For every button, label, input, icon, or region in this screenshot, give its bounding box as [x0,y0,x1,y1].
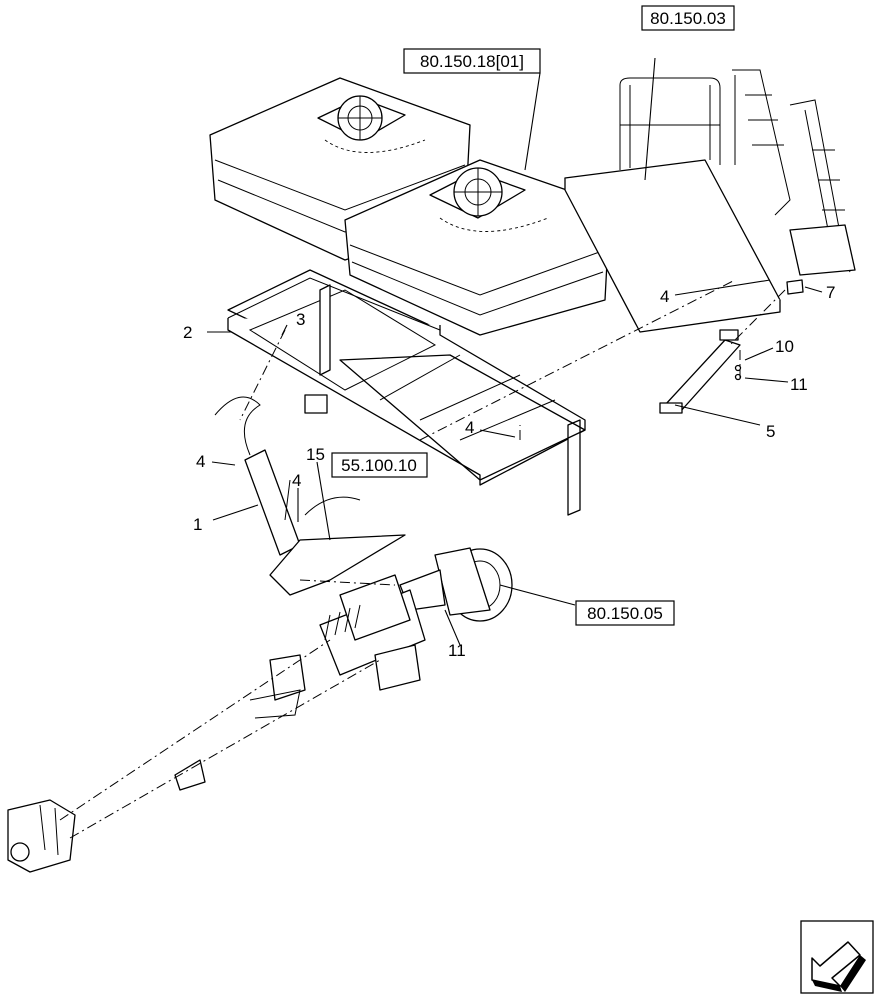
manifold-assembly [319,574,426,691]
brace-parts [659,279,804,414]
seed-tanks [209,77,611,336]
callout-labels: 1 2 3 4 4 4 4 5 7 10 11 11 15 [183,283,835,660]
callout-5: 5 [766,422,775,441]
arrow-back-icon[interactable] [800,920,874,994]
callout-4: 4 [196,452,205,471]
assembly-centerlines [59,279,786,839]
ref-hydraulics[interactable]: 55.100.10 [331,452,428,478]
callout-3: 3 [296,310,305,329]
callout-7: 7 [826,283,835,302]
svg-text:80.150.03: 80.150.03 [650,9,726,28]
callout-4: 4 [465,418,474,437]
callout-4: 4 [660,287,669,306]
ref-fan[interactable]: 80.150.05 [575,600,675,626]
platform-assembly [564,69,856,333]
fan-assembly [399,547,513,622]
tongue-hitch [7,654,306,873]
ref-platform[interactable]: 80.150.03 [641,5,735,31]
callout-11: 11 [448,641,466,660]
svg-text:55.100.10: 55.100.10 [341,456,417,475]
callout-10: 10 [775,337,794,356]
callout-15: 15 [306,445,325,464]
ref-tanks[interactable]: 80.150.18[01] [403,48,541,74]
leader-lines [207,57,823,646]
main-frame [227,269,586,516]
callout-1: 1 [193,515,202,534]
hitch-arm [214,396,406,596]
callout-11: 11 [790,375,808,394]
svg-text:80.150.18[01]: 80.150.18[01] [420,52,524,71]
callout-4: 4 [292,471,301,490]
svg-text:80.150.05: 80.150.05 [587,604,663,623]
callout-2: 2 [183,323,192,342]
